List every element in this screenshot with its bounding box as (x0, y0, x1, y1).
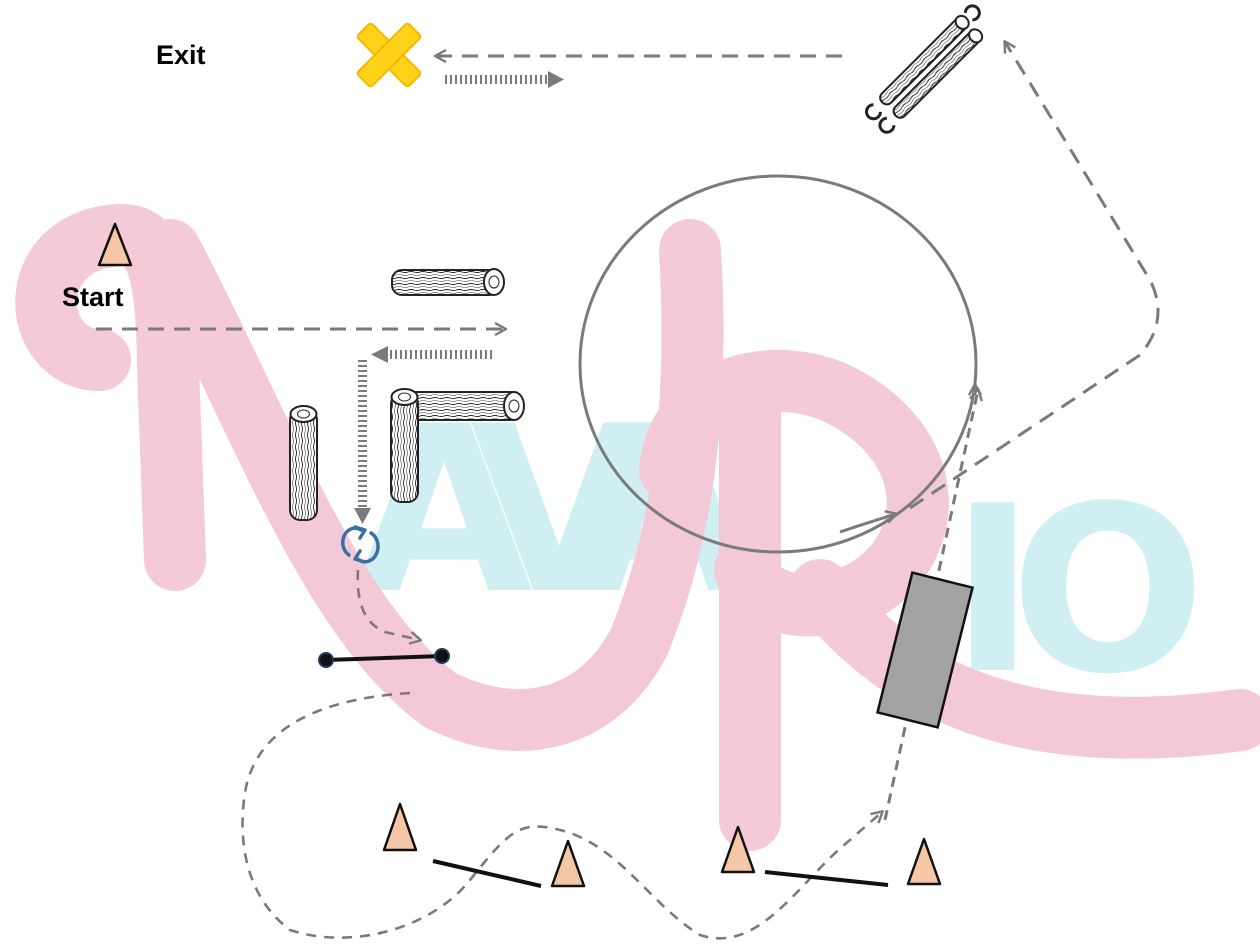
cone-icon (97, 222, 133, 267)
watermark-letter-o: O (1010, 458, 1206, 725)
watermark-letter-v: V (470, 378, 648, 645)
hatched-arrows (354, 71, 564, 524)
hatched-arrow-down-body (358, 360, 367, 510)
bridge-icon (865, 4, 984, 134)
hatched-arrow-exit-head (548, 71, 564, 88)
watermark-letter-r (639, 349, 1260, 851)
ramp-block (875, 571, 975, 729)
circle-path (578, 174, 978, 554)
cone-icon (382, 802, 418, 852)
cone-icon (720, 825, 756, 874)
hatched-arrow-exit-body (443, 75, 548, 84)
hatched-arrow-left-body (388, 350, 493, 359)
pole-gate (318, 648, 450, 668)
route-circle-arc-arrow (839, 514, 896, 534)
log-icon (391, 268, 505, 296)
route-ramp-to-circle (883, 390, 978, 821)
cone-icon (906, 837, 942, 886)
log-icon (390, 388, 419, 503)
log-icon (401, 391, 525, 421)
hatched-arrow-left-head (371, 346, 388, 363)
cone-icon (550, 839, 586, 888)
route-slalom (241, 691, 882, 940)
watermark: A V A I O (15, 204, 1260, 851)
log-icon (289, 405, 318, 521)
barrier-pole (764, 870, 889, 887)
route-turn-to-poles (356, 569, 420, 640)
course-route-fine (241, 569, 882, 940)
barrier-pole (432, 859, 542, 888)
exit-x-icon (356, 22, 422, 88)
route-circle-exit-to-bridge (909, 42, 1160, 510)
exit-label: Exit (156, 40, 206, 70)
start-label: Start (62, 282, 124, 312)
turn-around-icon (340, 525, 380, 564)
hatched-arrow-down-head (354, 508, 371, 524)
